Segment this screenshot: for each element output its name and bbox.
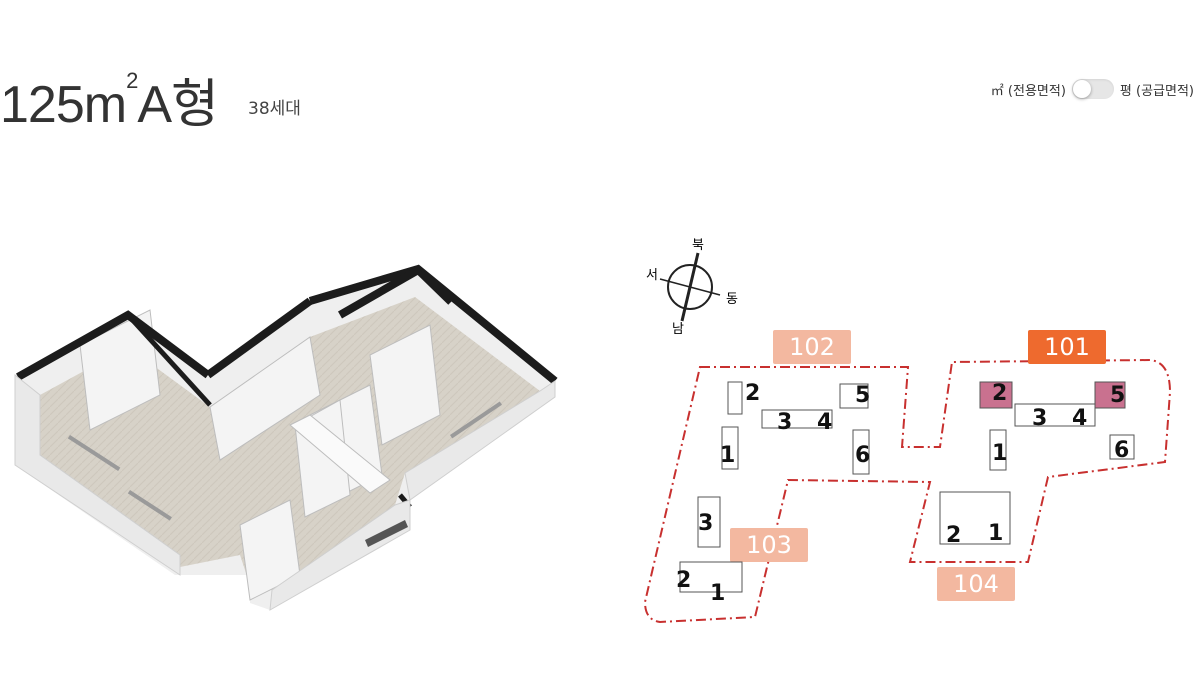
building-103-1: 1 (710, 581, 725, 606)
unit-toggle-right-label[interactable]: 평 (공급면적) (1119, 83, 1194, 99)
building-104-2: 2 (946, 523, 961, 548)
unit-toggle-switch[interactable] (1071, 79, 1114, 99)
unit-toggle-left-label[interactable]: ㎡ (전용면적) (990, 83, 1066, 99)
tower-103-label: 103 (746, 531, 792, 559)
title-area: 125m (0, 76, 127, 134)
building-101-1: 1 (992, 441, 1007, 466)
compass: 북 남 동 서 (646, 238, 738, 337)
building-101-2: 2 (992, 381, 1007, 406)
compass-north: 북 (692, 238, 704, 253)
unit-toggle: ㎡ (전용면적) 평 (공급면적) (991, 79, 1194, 99)
title-type: A형 (137, 76, 219, 134)
title-sup: 2 (126, 68, 138, 93)
building-101-4: 4 (1072, 406, 1087, 431)
tower-102-label: 102 (789, 333, 835, 361)
compass-east: 동 (726, 292, 738, 307)
building-101-6: 6 (1114, 438, 1129, 463)
page-title: 125m2A형 (0, 62, 219, 137)
compass-south: 남 (672, 322, 684, 337)
building-102-4: 4 (817, 410, 832, 435)
household-count: 38세대 (248, 99, 301, 119)
building-102-6: 6 (855, 443, 870, 468)
tower-102-badge[interactable]: 102 (773, 330, 851, 364)
building-102-3: 3 (777, 410, 792, 435)
building-101-5: 5 (1110, 383, 1125, 408)
tower-101-badge[interactable]: 101 (1028, 330, 1106, 364)
building-102-5: 5 (855, 383, 870, 408)
building-101-3: 3 (1032, 406, 1047, 431)
site-plan: 북 남 동 서 102 101 103 104 (643, 238, 1172, 624)
tower-103-badge[interactable]: 103 (730, 528, 808, 562)
unit-toggle-knob (1072, 80, 1091, 98)
tower-104-label: 104 (953, 570, 999, 598)
compass-west: 서 (646, 268, 658, 283)
floorplan-illustration (14, 264, 558, 611)
building-104-1: 1 (988, 521, 1003, 546)
building-102-1: 1 (720, 443, 735, 468)
building-103-2: 2 (676, 568, 691, 593)
building-103-3: 3 (698, 511, 713, 536)
tower-101-label: 101 (1044, 333, 1090, 361)
building-102-2: 2 (745, 381, 760, 406)
tower-104-badge[interactable]: 104 (937, 567, 1015, 601)
